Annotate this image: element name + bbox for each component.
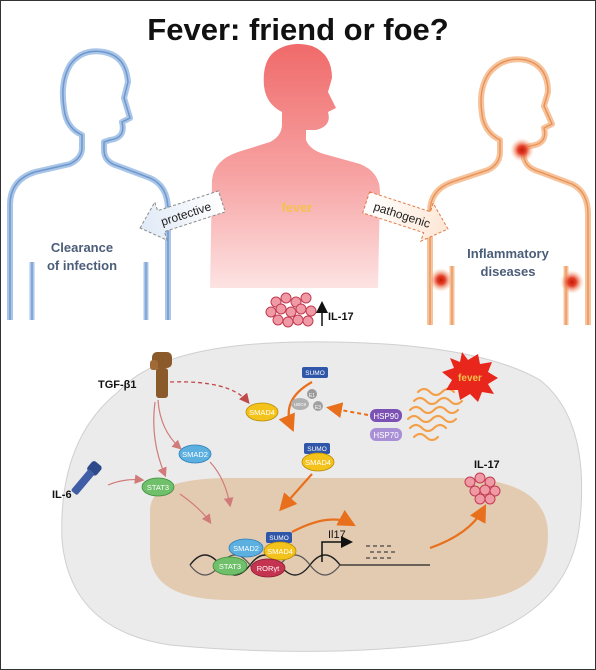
tgf-to-smad4-arrow — [169, 381, 250, 405]
mrna-to-il17-arrow — [429, 504, 487, 550]
inflammation-dot-head — [510, 138, 534, 162]
inflammation-dot-left-arm — [429, 268, 453, 292]
smad2-cytoplasm — [178, 444, 212, 464]
fever-burst-icon — [442, 352, 498, 402]
e1-enzyme — [307, 389, 317, 399]
stat3-to-nucleus-arrow — [179, 493, 212, 524]
e3-enzyme — [313, 401, 323, 411]
left-person-outline — [7, 48, 171, 320]
left-person-label-1: Clearance — [51, 240, 113, 255]
rorgt-nucleus-label: RORγt — [257, 564, 280, 573]
tgf-receptor-icon — [150, 352, 172, 398]
stat3-nucleus — [212, 556, 248, 576]
right-person-label-1: Inflammatory — [467, 246, 549, 261]
il6-label: IL-6 — [52, 489, 72, 501]
hsp70-label: HSP70 — [373, 431, 399, 440]
ubc9-enzyme — [291, 398, 309, 410]
il17-cluster-top — [265, 292, 317, 328]
smad2-cytoplasm-label: SMAD2 — [182, 450, 208, 459]
right-person-label-2: diseases — [481, 264, 536, 279]
pathogenic-arrow: pathogenic — [362, 191, 449, 243]
sumo-tag-1-label: SUMO — [305, 370, 325, 377]
sumo-tag-nucleus — [266, 532, 292, 543]
sumo-tag-2-label: SUMO — [307, 446, 327, 453]
inflammation-dot-right-arm — [560, 270, 584, 294]
stat3-cytoplasm-label: STAT3 — [147, 483, 169, 492]
smad2-to-nucleus-arrow — [209, 461, 234, 508]
il17-cluster-right — [464, 472, 501, 505]
heat-waves-icon — [406, 387, 464, 442]
tgf-to-stat3-arrow — [153, 401, 167, 478]
sumo-tag-2 — [304, 443, 330, 454]
page-title: Fever: friend or foe? — [147, 12, 449, 47]
smad4-cytoplasm-2 — [301, 452, 335, 472]
right-person-outline — [427, 56, 591, 325]
il17-top-label: IL-17 — [328, 311, 354, 323]
il6-to-stat3-arrow — [107, 474, 145, 486]
tgf-label: TGF-β1 — [98, 379, 137, 391]
il17-right-label: IL-17 — [474, 459, 500, 471]
center-person-fever — [210, 44, 380, 288]
fever-burst-label: fever — [458, 373, 482, 384]
smad2-nucleus-label: SMAD2 — [233, 544, 259, 553]
sumoylation-arrow — [278, 381, 313, 433]
smad2-nucleus — [228, 538, 264, 558]
e1-label: E1 — [309, 393, 315, 399]
mrna-icon — [366, 545, 396, 559]
transcription-start-arrow — [321, 536, 353, 562]
hsp70-protein — [370, 428, 402, 441]
tgf-to-smad2-arrow — [157, 399, 182, 450]
smad4-cytoplasm-1-label: SMAD4 — [249, 408, 275, 417]
ubc9-label: UBC9 — [294, 402, 307, 407]
smad4-to-nucleus-arrow — [279, 473, 313, 512]
il6-receptor-icon — [71, 461, 102, 495]
complex-to-gene-arrow — [291, 509, 356, 533]
rorgt-nucleus — [250, 558, 286, 578]
sumo-tag-1 — [302, 367, 328, 378]
hsp90-label: HSP90 — [373, 412, 399, 421]
left-person-label-2: of infection — [47, 258, 117, 273]
center-person-label: fever — [281, 200, 312, 215]
stat3-cytoplasm — [141, 477, 175, 497]
smad4-cytoplasm-1 — [245, 402, 279, 422]
smad4-cytoplasm-2-label: SMAD4 — [305, 458, 331, 467]
e3-label: E3 — [315, 405, 321, 411]
il17-gene-label: Il17 — [328, 529, 346, 541]
stat3-nucleus-label: STAT3 — [219, 562, 241, 571]
smad4-nucleus — [263, 541, 297, 561]
hsp90-protein — [370, 409, 402, 422]
sumo-tag-nucleus-label: SUMO — [269, 535, 289, 542]
smad4-nucleus-label: SMAD4 — [267, 547, 293, 556]
